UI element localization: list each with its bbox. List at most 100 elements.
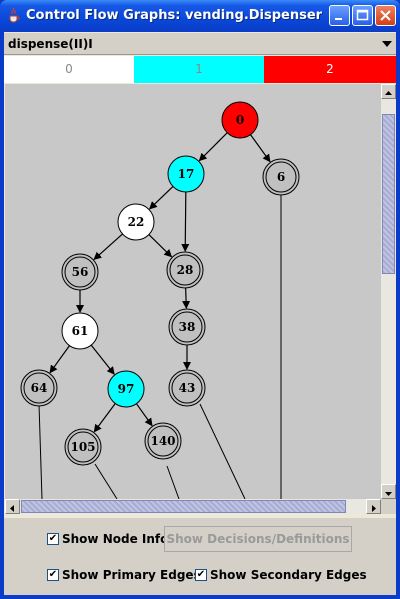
node-label: 56 bbox=[72, 265, 89, 279]
scroll-left-button[interactable] bbox=[5, 499, 20, 514]
node-circle bbox=[107, 370, 145, 408]
scroll-down-button[interactable] bbox=[381, 484, 396, 499]
graph-node-6[interactable]: 6 bbox=[262, 158, 300, 196]
legend-item-0: 0 bbox=[4, 56, 134, 83]
arrow-right-icon bbox=[372, 505, 376, 512]
node-label: 0 bbox=[236, 113, 244, 127]
node-label: 64 bbox=[31, 381, 48, 395]
edge-61-64 bbox=[49, 345, 70, 374]
node-circle bbox=[168, 369, 206, 407]
node-label: 105 bbox=[70, 440, 95, 454]
scroll-right-button[interactable] bbox=[366, 499, 381, 514]
node-inner-ring bbox=[67, 431, 99, 463]
show-primary-edges-label[interactable]: Show Primary Edges bbox=[62, 568, 201, 582]
show-node-info-checkbox[interactable]: ✔ bbox=[47, 533, 59, 545]
method-select[interactable]: dispense(II)I bbox=[4, 33, 396, 55]
show-secondary-edges-label[interactable]: Show Secondary Edges bbox=[210, 568, 367, 582]
scroll-up-button[interactable] bbox=[381, 84, 396, 99]
legend-item-1: 1 bbox=[134, 56, 264, 83]
node-circle bbox=[167, 155, 205, 193]
maximize-icon bbox=[356, 9, 369, 21]
edge-22-56 bbox=[93, 233, 123, 261]
graph-node-38[interactable]: 38 bbox=[168, 308, 206, 346]
node-label: 6 bbox=[277, 170, 285, 184]
maximize-button[interactable] bbox=[352, 5, 373, 26]
secondary-edge bbox=[38, 403, 43, 499]
node-label: 97 bbox=[118, 382, 135, 396]
graph-node-43[interactable]: 43 bbox=[168, 369, 206, 407]
node-label: 61 bbox=[72, 324, 89, 338]
window-client-area: dispense(II)I 0 1 2 bbox=[4, 32, 396, 595]
minimize-icon bbox=[335, 18, 342, 20]
node-label: 38 bbox=[179, 320, 196, 334]
node-inner-ring bbox=[265, 161, 297, 193]
show-primary-edges-checkbox[interactable]: ✔ bbox=[47, 569, 59, 581]
graph-node-28[interactable]: 28 bbox=[166, 251, 204, 289]
node-circle bbox=[221, 101, 259, 139]
graph-node-17[interactable]: 17 bbox=[167, 155, 205, 193]
show-node-info-label[interactable]: Show Node Info bbox=[62, 532, 169, 546]
arrow-down-icon bbox=[385, 492, 392, 496]
node-label: 28 bbox=[177, 263, 194, 277]
graph-node-0[interactable]: 0 bbox=[221, 101, 259, 139]
node-label: 22 bbox=[128, 215, 145, 229]
horizontal-scrollbar[interactable] bbox=[5, 499, 381, 514]
node-inner-ring bbox=[147, 425, 179, 457]
scrollbar-corner bbox=[381, 499, 396, 514]
edge-0-17 bbox=[198, 132, 228, 162]
node-circle bbox=[144, 422, 182, 460]
node-circle bbox=[61, 253, 99, 291]
graph-node-64[interactable]: 64 bbox=[20, 369, 58, 407]
node-inner-ring bbox=[169, 254, 201, 286]
arrow-up-icon bbox=[385, 91, 392, 95]
node-circle bbox=[64, 428, 102, 466]
graph-node-61[interactable]: 61 bbox=[61, 312, 99, 350]
close-button[interactable] bbox=[375, 5, 396, 26]
options-panel: ✔ Show Node Info Show Decisions/Definiti… bbox=[4, 518, 396, 595]
graph-node-22[interactable]: 22 bbox=[117, 203, 155, 241]
graph-node-105[interactable]: 105 bbox=[64, 428, 102, 466]
edge-61-97 bbox=[90, 344, 115, 375]
node-circle bbox=[20, 369, 58, 407]
color-legend: 0 1 2 bbox=[4, 56, 396, 83]
node-circle bbox=[117, 203, 155, 241]
node-label: 140 bbox=[150, 434, 175, 448]
secondary-edge bbox=[166, 465, 180, 499]
vertical-scroll-thumb[interactable] bbox=[382, 114, 395, 274]
show-secondary-edges-checkbox[interactable]: ✔ bbox=[195, 569, 207, 581]
graph-node-140[interactable]: 140 bbox=[144, 422, 182, 460]
horizontal-scroll-thumb[interactable] bbox=[21, 500, 346, 513]
secondary-edge bbox=[199, 403, 246, 499]
node-inner-ring bbox=[23, 372, 55, 404]
graph-canvas[interactable]: 0 17 6 22 56 28 61 38 64 97 43 105 140 bbox=[5, 84, 381, 499]
edge-17-28 bbox=[181, 191, 190, 253]
java-cup-icon bbox=[9, 7, 20, 23]
title-bar[interactable]: Control Flow Graphs: vending.Dispenser bbox=[0, 0, 400, 32]
window-title: Control Flow Graphs: vending.Dispenser bbox=[26, 8, 323, 23]
minimize-button[interactable] bbox=[329, 5, 350, 26]
vertical-scrollbar[interactable] bbox=[381, 84, 396, 499]
graph-node-56[interactable]: 56 bbox=[61, 253, 99, 291]
edge-0-6 bbox=[250, 134, 271, 163]
node-circle bbox=[61, 312, 99, 350]
edge-22-28 bbox=[148, 234, 173, 258]
show-decisions-definitions-button[interactable]: Show Decisions/Definitions bbox=[164, 526, 352, 552]
graph-node-97[interactable]: 97 bbox=[107, 370, 145, 408]
legend-item-2: 2 bbox=[264, 56, 396, 83]
secondary-edge bbox=[94, 463, 118, 499]
node-inner-ring bbox=[171, 372, 203, 404]
node-circle bbox=[166, 251, 204, 289]
node-label: 43 bbox=[179, 381, 196, 395]
edge-28-38 bbox=[182, 287, 191, 310]
node-inner-ring bbox=[64, 256, 96, 288]
node-circle bbox=[168, 308, 206, 346]
node-inner-ring bbox=[171, 311, 203, 343]
node-label: 17 bbox=[178, 167, 195, 181]
chevron-down-icon[interactable] bbox=[382, 41, 392, 47]
node-circle bbox=[262, 158, 300, 196]
arrow-left-icon bbox=[10, 505, 14, 512]
edge-97-140 bbox=[135, 403, 153, 427]
control-flow-graph[interactable]: 0 17 6 22 56 28 61 38 64 97 43 105 140 bbox=[5, 84, 381, 499]
edge-17-22 bbox=[148, 186, 174, 210]
